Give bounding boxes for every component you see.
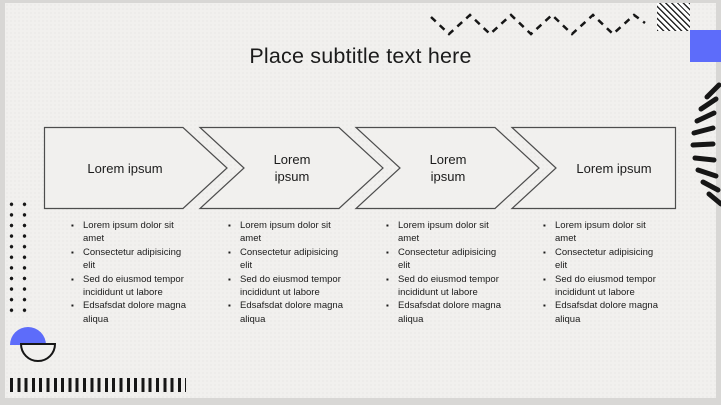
process-step-label-1[interactable]: Lorem ipsum	[44, 127, 206, 209]
bullet-square-icon: ▪	[386, 247, 389, 257]
bullet-square-icon: ▪	[71, 301, 74, 311]
hatched-square-decoration	[657, 3, 690, 31]
list-item-text: Lorem ipsum dolor sit amet	[555, 220, 646, 245]
process-step-label-text: Lorem ipsum	[87, 160, 163, 176]
list-item: ▪ Sed do eiusmod tempor incididunt ut lab…	[70, 273, 192, 300]
bullet-square-icon: ▪	[71, 274, 74, 284]
process-arrow-shape-4[interactable]	[510, 126, 677, 210]
outline-semicircle-decoration	[19, 343, 57, 362]
list-item-text: Edsafsdat dolore magna aliqua	[398, 300, 501, 325]
sun-rays-icon	[690, 82, 721, 207]
bullet-square-icon: ▪	[386, 274, 389, 284]
blue-square-decoration	[690, 30, 721, 62]
blue-semicircle-decoration	[10, 327, 46, 345]
process-arrow-shape-2[interactable]	[198, 126, 384, 210]
list-item-text: Lorem ipsum dolor sit amet	[398, 220, 489, 245]
list-item: ▪ Consectetur adipisicing elit	[227, 246, 349, 273]
process-step-label-2[interactable]: Lorem ipsum	[233, 127, 351, 209]
list-item-text: Consectetur adipisicing elit	[398, 246, 497, 272]
step-details-list-3[interactable]: ▪ Lorem ipsum dolor sit amet ▪ Consectetur…	[385, 219, 507, 326]
bullet-square-icon: ▪	[543, 274, 546, 284]
list-item: ▪ Consectetur adipisicing elit	[542, 246, 664, 273]
list-item-text: Lorem ipsum dolor sit amet	[240, 220, 331, 245]
list-item: ▪ Lorem ipsum dolor sit amet	[385, 219, 507, 246]
list-item: ▪ Edsafsdat dolore magna aliqua	[70, 299, 192, 326]
step-details-list-2[interactable]: ▪ Lorem ipsum dolor sit amet ▪ Consectetur…	[227, 219, 349, 326]
bullet-square-icon: ▪	[228, 274, 231, 284]
bullet-square-icon: ▪	[386, 301, 389, 311]
process-arrow-shape-3[interactable]	[354, 126, 540, 210]
process-step-label-text: Lorem ipsum	[429, 152, 467, 184]
process-step-label-text: Lorem ipsum	[273, 152, 311, 184]
bullet-square-icon: ▪	[71, 221, 74, 230]
list-item: ▪ Sed do eiusmod tempor incididunt ut lab…	[542, 273, 664, 300]
list-item: ▪ Edsafsdat dolore magna aliqua	[227, 299, 349, 326]
list-item-text: Edsafsdat dolore magna aliqua	[555, 300, 658, 325]
bullet-square-icon: ▪	[228, 301, 231, 311]
list-item-text: Consectetur adipisicing elit	[240, 246, 339, 272]
bullet-square-icon: ▪	[71, 247, 74, 257]
list-item-text: Edsafsdat dolore magna aliqua	[83, 300, 186, 325]
bullet-square-icon: ▪	[228, 247, 231, 257]
list-item: ▪ Edsafsdat dolore magna aliqua	[542, 299, 664, 326]
slide-title[interactable]: Place subtitle text here	[249, 44, 472, 68]
list-item-text: Sed do eiusmod tempor incididunt ut labo…	[83, 273, 184, 299]
list-item-text: Sed do eiusmod tempor incididunt ut labo…	[398, 273, 499, 299]
list-item-text: Sed do eiusmod tempor incididunt ut labo…	[240, 273, 341, 299]
list-item: ▪ Sed do eiusmod tempor incididunt ut lab…	[385, 273, 507, 300]
list-item: ▪ Lorem ipsum dolor sit amet	[542, 219, 664, 246]
process-arrow-shape-1[interactable]	[43, 126, 228, 210]
process-step-label-text: Lorem ipsum	[576, 160, 652, 176]
list-item: ▪ Edsafsdat dolore magna aliqua	[385, 299, 507, 326]
process-step-label-4[interactable]: Lorem ipsum	[552, 127, 676, 209]
list-item-text: Edsafsdat dolore magna aliqua	[240, 300, 343, 325]
list-item: ▪ Consectetur adipisicing elit	[70, 246, 192, 273]
step-details-list-1[interactable]: ▪ Lorem ipsum dolor sit amet ▪ Consectetur…	[70, 219, 192, 326]
process-step-label-3[interactable]: Lorem ipsum	[389, 127, 507, 209]
bullet-square-icon: ▪	[543, 221, 546, 230]
list-item: ▪ Lorem ipsum dolor sit amet	[70, 219, 192, 246]
list-item: ▪ Consectetur adipisicing elit	[385, 246, 507, 273]
list-item-text: Lorem ipsum dolor sit amet	[83, 220, 174, 245]
dots-grid-decoration	[5, 199, 31, 316]
bullet-square-icon: ▪	[386, 221, 389, 230]
step-details-list-4[interactable]: ▪ Lorem ipsum dolor sit amet ▪ Consectetur…	[542, 219, 664, 326]
list-item-text: Consectetur adipisicing elit	[555, 246, 654, 272]
tally-bars-decoration	[10, 378, 186, 392]
list-item-text: Consectetur adipisicing elit	[83, 246, 182, 272]
bullet-square-icon: ▪	[228, 221, 231, 230]
list-item-text: Sed do eiusmod tempor incididunt ut labo…	[555, 273, 656, 299]
zigzag-dashed-line-decoration	[430, 13, 646, 36]
list-item: ▪ Sed do eiusmod tempor incididunt ut lab…	[227, 273, 349, 300]
list-item: ▪ Lorem ipsum dolor sit amet	[227, 219, 349, 246]
bullet-square-icon: ▪	[543, 247, 546, 257]
bullet-square-icon: ▪	[543, 301, 546, 311]
